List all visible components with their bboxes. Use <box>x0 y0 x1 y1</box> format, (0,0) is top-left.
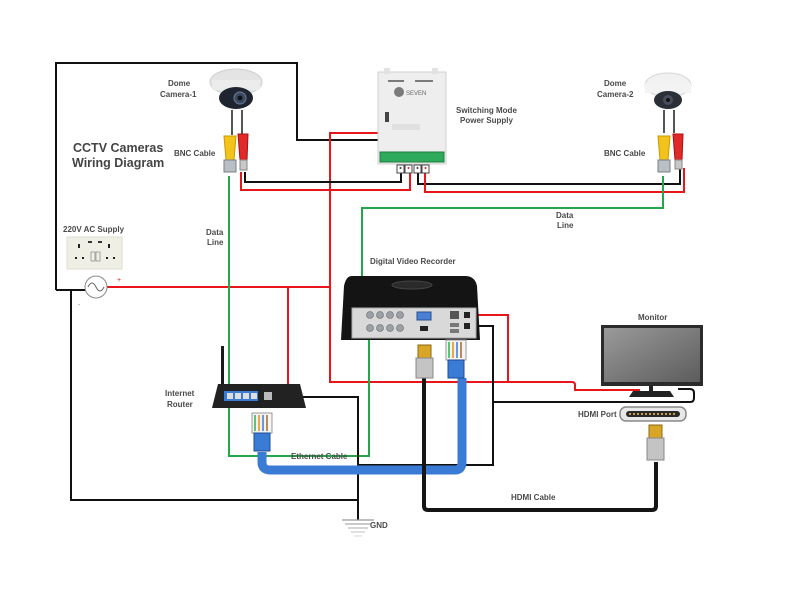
bnc-connector-camera-1 <box>223 133 249 173</box>
camera-1-label-line1: Dome <box>168 79 191 88</box>
internet-router[interactable] <box>212 346 306 408</box>
ac-positive-sign: + <box>117 277 121 284</box>
wire-camera1-negative <box>244 172 402 183</box>
dome-camera-2[interactable] <box>644 72 692 133</box>
camera-2-label-line2: Camera-2 <box>597 90 634 99</box>
gnd-label: GND <box>370 521 388 530</box>
diagram-title-line1: CCTV Cameras <box>73 141 163 155</box>
ethernet-cable-label: Ethernet Cable <box>291 452 348 461</box>
wire-router-negative <box>292 396 359 520</box>
ground-symbol <box>342 519 374 537</box>
psu-label-line1: Switching Mode <box>456 106 517 115</box>
data-line-2-label-line2: Line <box>557 221 574 230</box>
digital-video-recorder[interactable] <box>341 276 480 340</box>
data-line-1-label-line1: Data <box>206 228 224 237</box>
camera-2-label-line1: Dome <box>604 79 627 88</box>
dome-camera-1[interactable] <box>209 68 263 135</box>
wire-camera2-positive <box>424 168 685 193</box>
data-line-2-label-line1: Data <box>556 211 574 220</box>
router-antenna-icon <box>221 346 224 384</box>
ac-negative-sign: - <box>78 302 81 309</box>
ac-wall-socket[interactable] <box>66 236 123 270</box>
camera-1-label-line2: Camera-1 <box>160 90 197 99</box>
hdmi-port-label: HDMI Port <box>578 410 617 419</box>
monitor-hdmi-port <box>619 406 687 422</box>
dvr-rj45-connector <box>445 339 467 379</box>
psu-logo-icon <box>394 87 404 97</box>
router-label-line1: Internet <box>165 389 195 398</box>
psu-terminals <box>396 164 430 174</box>
wires <box>55 62 695 520</box>
psu-brand: SEVEN <box>406 91 426 97</box>
wire-camera1-positive <box>240 172 411 191</box>
camera-2-bnc-label: BNC Cable <box>604 149 646 158</box>
monitor[interactable] <box>601 325 703 397</box>
bnc-connector-camera-2 <box>657 133 684 173</box>
diagram-title-line2: Wiring Diagram <box>72 156 164 170</box>
wire-camera2-negative <box>417 168 681 185</box>
wire-data-line-1 <box>228 176 370 457</box>
router-rj45-connector <box>251 412 273 452</box>
wire-monitor-negative <box>493 388 695 403</box>
dvr-hdmi-connector <box>415 344 434 379</box>
wire-ac-ground <box>56 289 358 501</box>
hdmi-cable-label: HDMI Cable <box>511 493 556 502</box>
wire-dvr-positive <box>470 314 509 382</box>
dvr-label: Digital Video Recorder <box>370 257 456 266</box>
wire-psu-positive-to-monitor <box>329 132 640 391</box>
ethernet-cable <box>257 378 467 475</box>
monitor-hdmi-connector <box>646 424 665 461</box>
router-label-line2: Router <box>167 400 193 409</box>
camera-1-bnc-label: BNC Cable <box>174 149 216 158</box>
ac-source-symbol <box>84 275 108 299</box>
monitor-label: Monitor <box>638 313 667 322</box>
ac-supply-label: 220V AC Supply <box>63 225 125 234</box>
switching-power-supply[interactable]: SEVEN <box>377 68 447 174</box>
wire-ac-negative-to-psu <box>55 62 378 290</box>
hdmi-cable <box>422 378 658 512</box>
psu-label-line2: Power Supply <box>460 116 513 125</box>
data-line-1-label-line2: Line <box>207 238 224 247</box>
